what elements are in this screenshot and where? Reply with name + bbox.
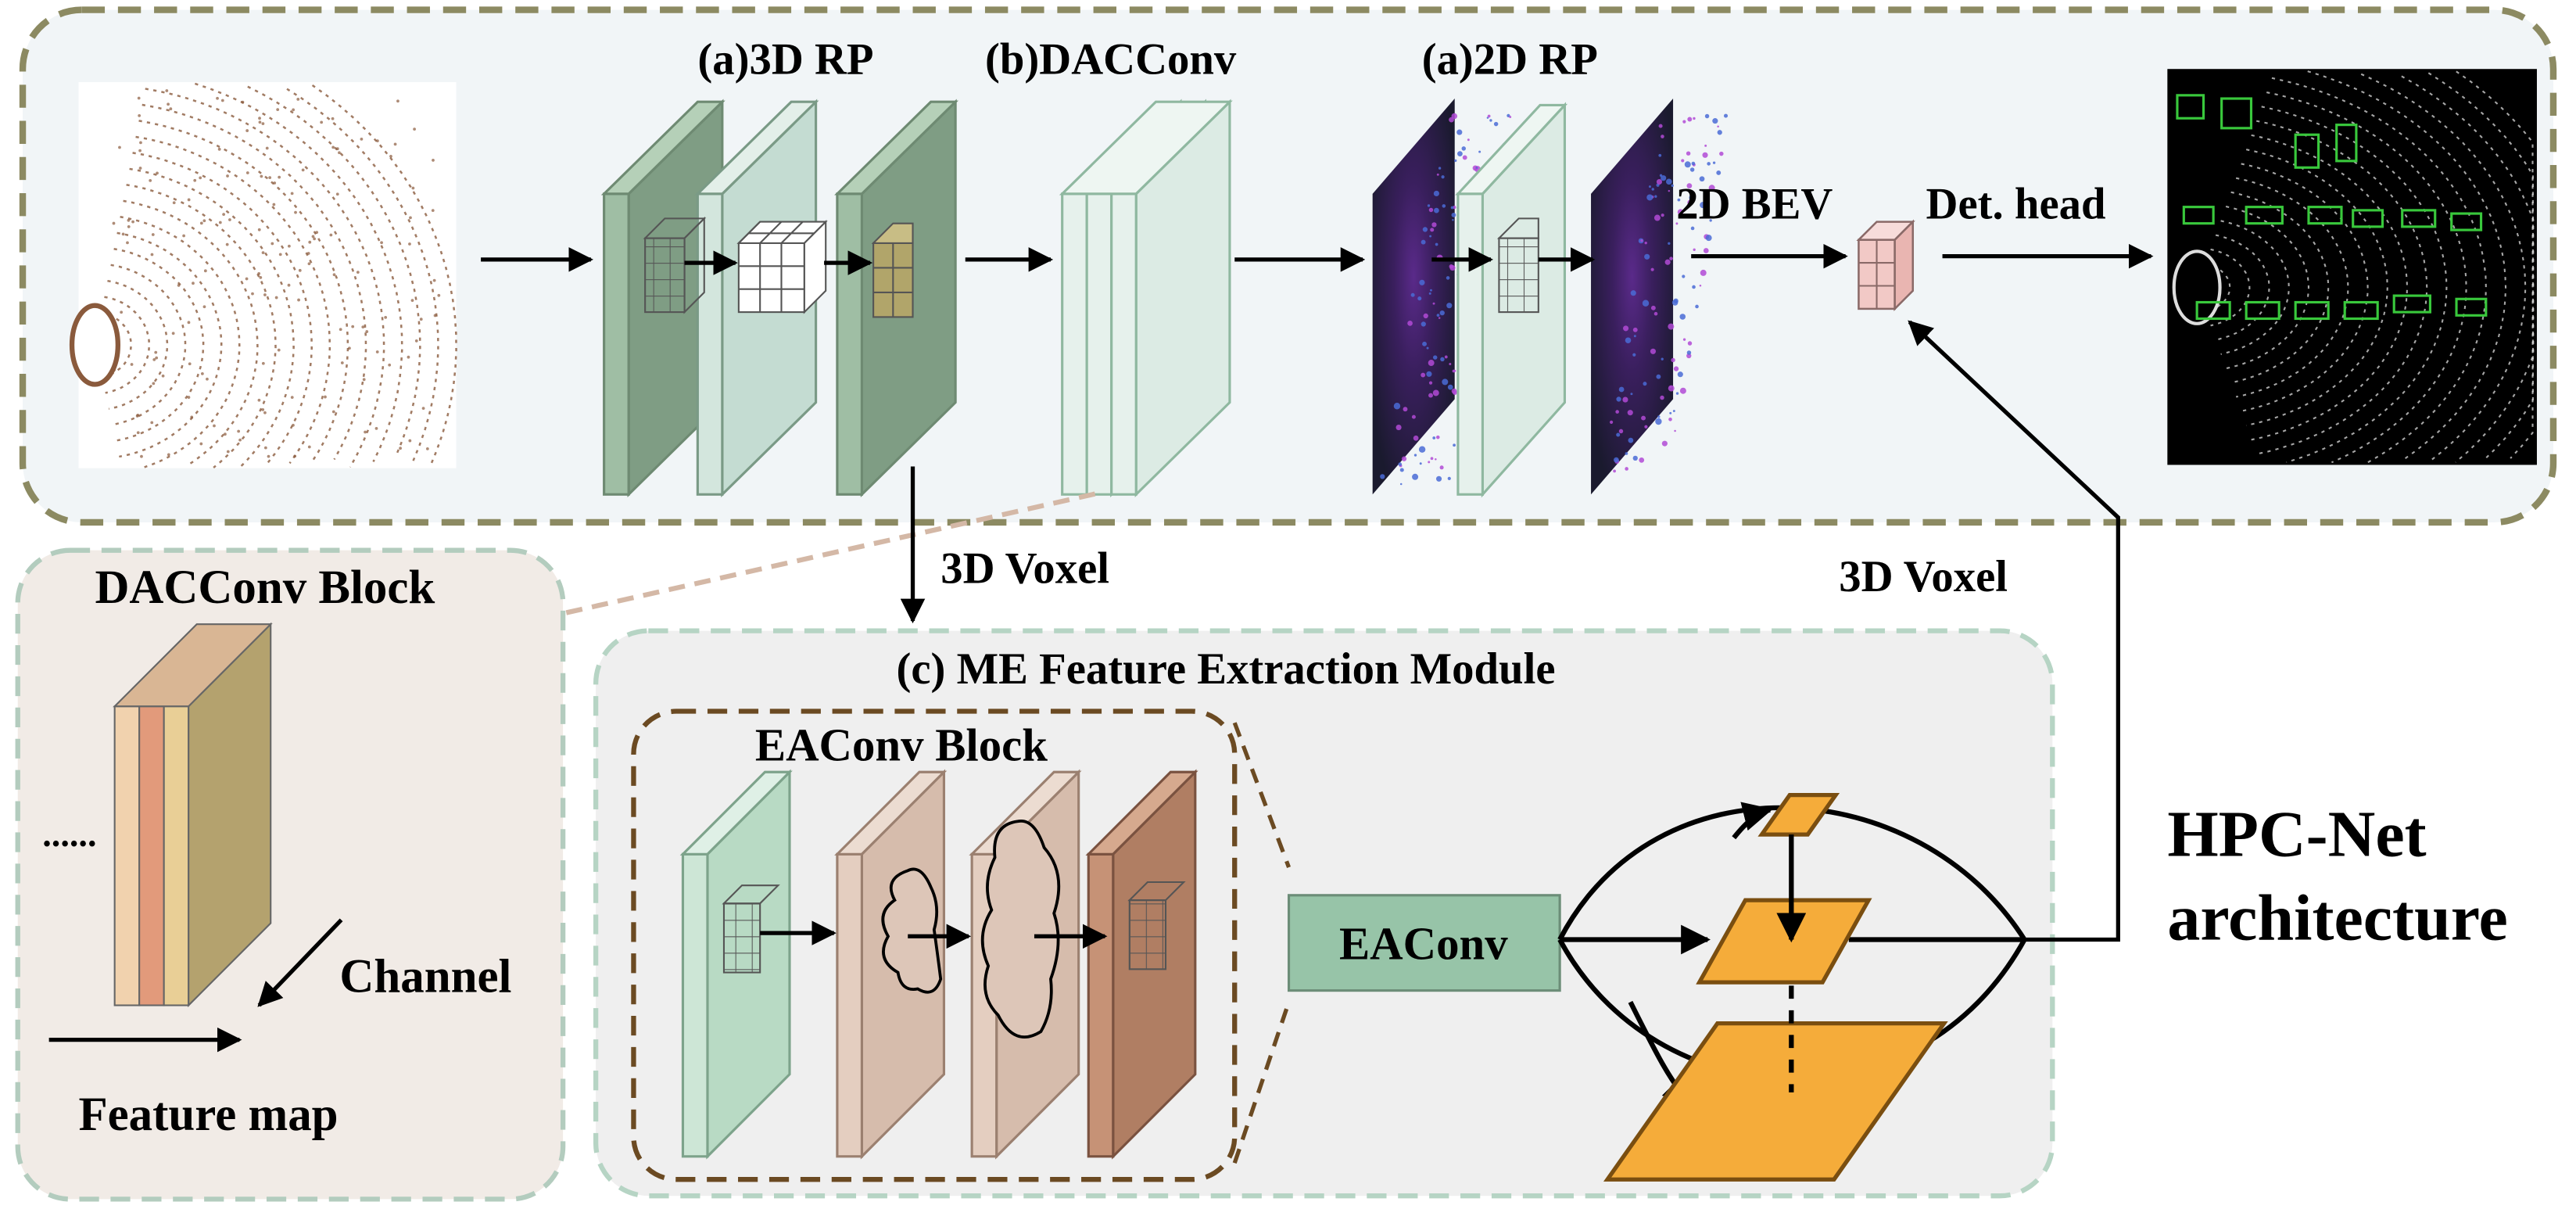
label-det-head: Det. head [1926,179,2106,228]
receptive-field-cloud-large [980,819,1061,1039]
label-channel: Channel [339,951,511,1003]
dacconv-stack [965,99,1366,498]
label-2d-rp: (a)2D RP [1422,35,1598,84]
point-cloud-scans [101,82,457,468]
rp2d-stack [1372,99,1729,498]
label-eaconv: EAConv [1339,919,1508,970]
title-hpc-net: HPC-Net [2167,798,2426,870]
label-3d-rp: (a)3D RP [697,35,873,84]
rp3d-stack [481,99,958,498]
label-me-module: (c) ME Feature Extraction Module [897,644,1556,694]
label-3d-voxel-right: 3D Voxel [1839,552,2008,601]
label-dacconv: (b)DACConv [985,35,1237,84]
input-point-cloud-image [69,82,457,468]
dacconv-connector-line [565,490,1101,615]
label-feature-map: Feature map [78,1089,338,1141]
feature-map-large [1603,1021,1948,1182]
title-architecture: architecture [2167,882,2507,955]
conv-kernel-cube-olive [871,222,914,318]
eaconv-box [1287,894,1561,992]
eaconv-block-detail [679,769,1198,1160]
receptive-field-cloud-small [881,867,943,994]
conv-kernel-cube-white [736,220,828,314]
label-3d-voxel-left: 3D Voxel [940,544,1109,594]
dacconv-block-detail: ...... [42,622,343,1053]
conv-kernel-cube-gray [643,216,707,314]
bev-cube [1856,219,1915,311]
label-eaconv-block: EAConv Block [755,720,1048,771]
conv-kernel-cube-2d [1496,217,1539,314]
dots-ellipsis: ...... [42,814,96,854]
multi-scale-feature-maps [1557,793,2027,1182]
label-dacconv-block: DACConv Block [95,561,435,614]
eaconv-block-panel [631,709,1238,1182]
feature-map-small [1757,793,1840,837]
label-2d-bev: 2D BEV [1676,179,1833,228]
detection-boxes [2176,94,2488,321]
detection-result-image [2167,69,2537,465]
